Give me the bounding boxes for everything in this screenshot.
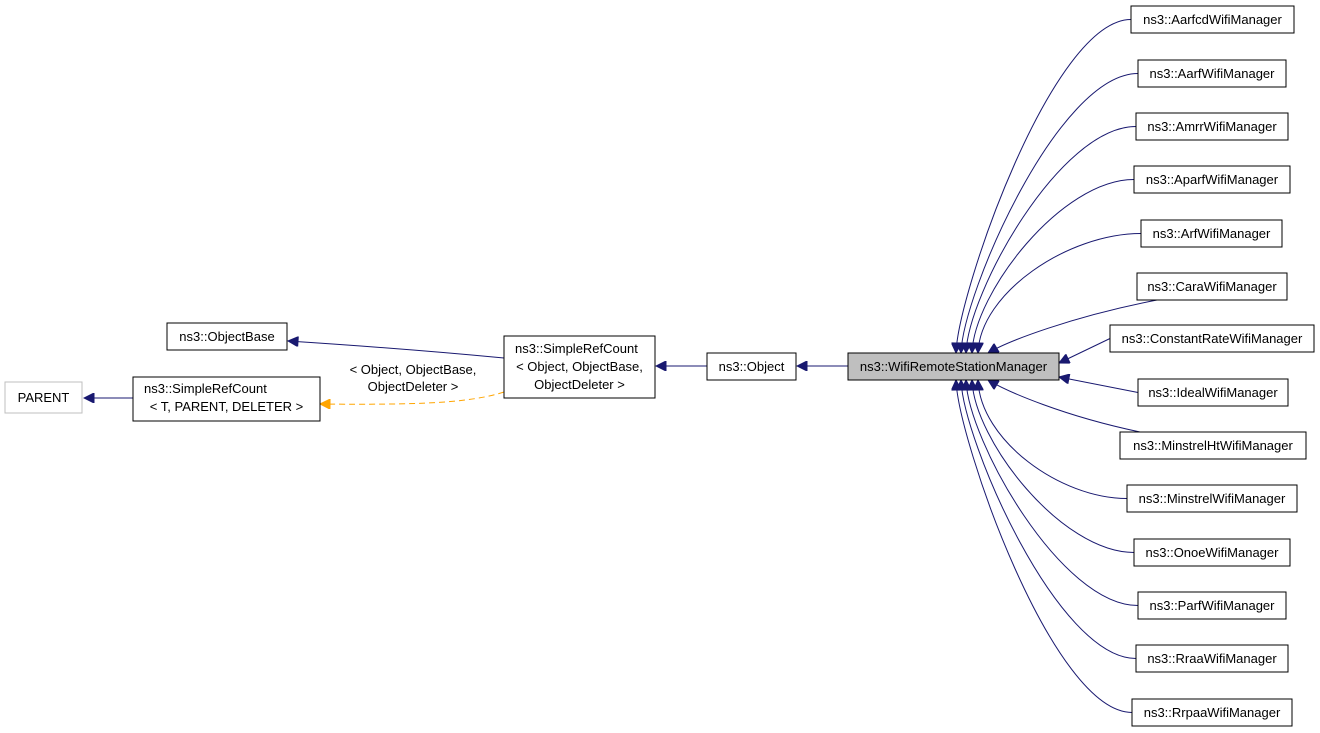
edge-aarfcd-wifi-manager-to-wifiremotestationmanager <box>956 19 1132 354</box>
node-wifiremotestationmanager[interactable]: ns3::WifiRemoteStationManager <box>847 352 1060 381</box>
node-rrpaa-wifi-manager[interactable]: ns3::RrpaaWifiManager <box>1131 698 1293 727</box>
edge-rrpaa-wifi-manager-to-wifiremotestationmanager <box>956 380 1133 713</box>
node-aarfcd-wifi-manager[interactable]: ns3::AarfcdWifiManager <box>1130 5 1295 34</box>
svg-text:< T, PARENT, DELETER >: < T, PARENT, DELETER > <box>150 399 303 414</box>
svg-text:PARENT: PARENT <box>18 390 70 405</box>
node-cara-wifi-manager[interactable]: ns3::CaraWifiManager <box>1136 272 1288 301</box>
subclass-label: ns3::CaraWifiManager <box>1147 279 1277 294</box>
subclass-label: ns3::ParfWifiManager <box>1150 598 1276 613</box>
edge-minstrel-wifi-manager-to-wifiremotestationmanager <box>978 380 1128 499</box>
node-aarf-wifi-manager[interactable]: ns3::AarfWifiManager <box>1137 59 1287 88</box>
edge-simplerefcount-object-to-objectbase <box>288 341 505 359</box>
subclass-label: ns3::AmrrWifiManager <box>1147 119 1277 134</box>
node-minstrel-ht-wifi-manager[interactable]: ns3::MinstrelHtWifiManager <box>1119 431 1307 460</box>
subclass-label: ns3::RraaWifiManager <box>1147 651 1277 666</box>
subclass-label: ns3::OnoeWifiManager <box>1146 545 1280 560</box>
svg-text:ns3::SimpleRefCount: ns3::SimpleRefCount <box>515 341 638 356</box>
subclass-label: ns3::AarfcdWifiManager <box>1143 12 1282 27</box>
edge-minstrel-ht-wifi-manager-to-wifiremotestationmanager <box>988 380 1141 433</box>
node-objectbase[interactable]: ns3::ObjectBase <box>166 322 288 351</box>
svg-text:ns3::ObjectBase: ns3::ObjectBase <box>179 329 274 344</box>
template-edge-label-line1: < Object, ObjectBase, <box>350 362 477 377</box>
edge-aparf-wifi-manager-to-wifiremotestationmanager <box>972 179 1135 354</box>
node-constant-rate-wifi-manager[interactable]: ns3::ConstantRateWifiManager <box>1109 324 1315 353</box>
node-amrr-wifi-manager[interactable]: ns3::AmrrWifiManager <box>1135 112 1289 141</box>
edge-template-instantiation <box>320 391 505 404</box>
edge-parf-wifi-manager-to-wifiremotestationmanager <box>966 380 1139 606</box>
subclass-label: ns3::AarfWifiManager <box>1150 66 1276 81</box>
subclass-label: ns3::MinstrelHtWifiManager <box>1133 438 1293 453</box>
node-aparf-wifi-manager[interactable]: ns3::AparfWifiManager <box>1133 165 1291 194</box>
edges-layer <box>84 19 1158 713</box>
template-edge-label-line2: ObjectDeleter > <box>368 379 459 394</box>
node-parent[interactable]: PARENT <box>4 381 83 414</box>
node-onoe-wifi-manager[interactable]: ns3::OnoeWifiManager <box>1133 538 1291 567</box>
subclass-nodes-layer: ns3::AarfcdWifiManagerns3::AarfWifiManag… <box>1109 5 1315 727</box>
edge-ideal-wifi-manager-to-wifiremotestationmanager <box>1059 377 1139 393</box>
node-arf-wifi-manager[interactable]: ns3::ArfWifiManager <box>1140 219 1283 248</box>
svg-text:ObjectDeleter >: ObjectDeleter > <box>534 377 625 392</box>
svg-text:ns3::SimpleRefCount: ns3::SimpleRefCount <box>144 381 267 396</box>
node-ideal-wifi-manager[interactable]: ns3::IdealWifiManager <box>1137 378 1289 407</box>
subclass-label: ns3::AparfWifiManager <box>1146 172 1279 187</box>
node-simplerefcount-object[interactable]: ns3::SimpleRefCount < Object, ObjectBase… <box>503 335 656 399</box>
edge-arf-wifi-manager-to-wifiremotestationmanager <box>978 233 1142 354</box>
subclass-label: ns3::MinstrelWifiManager <box>1139 491 1286 506</box>
subclass-label: ns3::IdealWifiManager <box>1148 385 1278 400</box>
nodes-layer: PARENT ns3::SimpleRefCount < T, PARENT, … <box>4 322 1060 422</box>
subclass-label: ns3::ConstantRateWifiManager <box>1122 331 1303 346</box>
edge-cara-wifi-manager-to-wifiremotestationmanager <box>988 299 1158 353</box>
edge-rraa-wifi-manager-to-wifiremotestationmanager <box>961 380 1137 659</box>
node-rraa-wifi-manager[interactable]: ns3::RraaWifiManager <box>1135 644 1289 673</box>
subclass-label: ns3::ArfWifiManager <box>1153 226 1271 241</box>
node-parf-wifi-manager[interactable]: ns3::ParfWifiManager <box>1137 591 1287 620</box>
node-simplerefcount-generic[interactable]: ns3::SimpleRefCount < T, PARENT, DELETER… <box>132 376 321 422</box>
edge-constant-rate-wifi-manager-to-wifiremotestationmanager <box>1059 338 1111 364</box>
edge-aarf-wifi-manager-to-wifiremotestationmanager <box>961 73 1139 354</box>
edge-amrr-wifi-manager-to-wifiremotestationmanager <box>966 126 1137 354</box>
svg-text:ns3::Object: ns3::Object <box>719 359 785 374</box>
node-minstrel-wifi-manager[interactable]: ns3::MinstrelWifiManager <box>1126 484 1298 513</box>
node-object[interactable]: ns3::Object <box>706 352 797 381</box>
edge-onoe-wifi-manager-to-wifiremotestationmanager <box>972 380 1135 553</box>
svg-text:ns3::WifiRemoteStationManager: ns3::WifiRemoteStationManager <box>860 359 1048 374</box>
subclass-label: ns3::RrpaaWifiManager <box>1144 705 1281 720</box>
svg-text:< Object, ObjectBase,: < Object, ObjectBase, <box>516 359 643 374</box>
